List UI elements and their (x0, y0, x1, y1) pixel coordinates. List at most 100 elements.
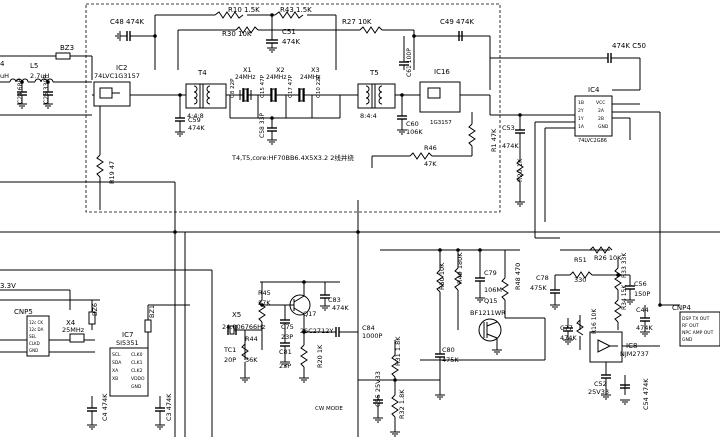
x1-ref: X1 (243, 66, 252, 74)
ic8-ref: IC8 (626, 342, 637, 350)
c17-label: C17 47P (288, 74, 294, 98)
ic16-value: 1G3157 (430, 120, 452, 126)
ic8-section: C78 475K R51 330 R26 10K R33 33K R34 15K… (530, 237, 680, 410)
cnp4-pin-4: GND (682, 337, 693, 343)
wires-right-mid: C53 474K R20 1K (502, 111, 661, 305)
x3-value: 24MHz (300, 74, 320, 81)
bz6-bz1: BZ6 BZ1 (88, 303, 156, 333)
tc1-value: 20P (224, 356, 236, 364)
ic7-pin-xa: XA (112, 368, 119, 374)
ic4-pin-7: 1A (578, 124, 585, 130)
ic7-pin-gnd: GND (131, 384, 142, 390)
c56-ref: C56 (634, 280, 647, 288)
cnp5-pin-3: SEL (29, 334, 37, 339)
x4-ref: X4 (66, 319, 76, 327)
wires-rf (0, 52, 641, 116)
ic2: IC2 74LVC1G3157 (93, 64, 140, 107)
ic7-pin-scl: SCL (112, 352, 121, 358)
l4-ref: 4 (0, 60, 5, 68)
c50-label: 474K C50 (612, 42, 646, 50)
filter-module-frame (85, 3, 501, 213)
t4-ref: T4 (197, 69, 207, 77)
crystal-filter: X1 24MHz X2 24MHz X3 24MHz C8 22P C15 47… (226, 66, 341, 145)
c52-ref: C52 (594, 380, 607, 388)
t5-ratio: 8:4:4 (360, 112, 377, 120)
c60-value: 106K (406, 128, 423, 136)
c48-label: C48 474K (110, 18, 144, 26)
c79-ref: C79 (484, 269, 497, 277)
r31-label: R31 1.8K (394, 336, 402, 366)
bz1-label: BZ1 (148, 305, 156, 318)
x1-value: 24MHz (235, 74, 255, 81)
cw-section: R31 1.8K R32 1.8K C55 25V33 CW MODE (315, 336, 440, 437)
r48-label: R48 470 (514, 263, 522, 290)
r30-label: R30 10K (222, 30, 252, 38)
cw-mode-label: CW MODE (315, 406, 343, 412)
l5-ref: L5 (30, 62, 38, 70)
q15-value: BF1211WR (470, 309, 506, 317)
ic16-ref: IC16 (434, 68, 450, 76)
c51-ref: C51 (282, 28, 296, 36)
supply-label: 3.3V (0, 282, 16, 290)
t5-ref: T5 (369, 69, 379, 77)
r16-label: R16 10K (591, 308, 598, 334)
cnp4: CNP4 DSP TX OUT RF OUT NPC AMP OUT GND (672, 304, 720, 347)
l5-value: 2.7uH (30, 72, 49, 80)
c4-c3: C4 474K C3 474K (86, 393, 173, 430)
c77-value: 474K (560, 334, 577, 342)
q17-ref: Q17 (303, 310, 316, 318)
r46-ref: R46 (424, 144, 437, 152)
r32-label: R32 1.8K (398, 389, 406, 419)
ic4-pin-5: 2B (598, 116, 604, 122)
c75-value: 23P (281, 333, 293, 341)
ic4-pin-1: VCC (596, 100, 605, 106)
r44-value: 36K (245, 356, 258, 364)
cnp4-pin-1: DSP TX OUT (682, 316, 710, 322)
x4-value: 25MHz (62, 326, 85, 334)
c26-label: C26 330P (43, 75, 50, 104)
ic7-pin-xb: XB (112, 376, 118, 382)
r46-value: 47K (424, 160, 437, 168)
c10-label: C10 22P (316, 74, 322, 98)
ic7-pin-clk1: CLK1 (131, 360, 143, 366)
resistors-mid: R1 47K R46 47K R19 47 (96, 106, 498, 210)
c58-label: C58 33P (259, 113, 266, 138)
c60-ref: C60 (406, 120, 419, 128)
c78-ref: C78 (536, 274, 549, 282)
l4-value: uH (0, 72, 9, 80)
r44-ref: R44 (245, 335, 258, 343)
x5-value: 24.006766Hz (222, 323, 266, 331)
ic8-value: NJM2737 (620, 350, 649, 358)
c84-ref: C84 (362, 324, 375, 332)
ic2-ref: IC2 (116, 64, 127, 72)
t4-ratio: 4:4:8 (187, 112, 204, 120)
c75-ref: C75 (281, 323, 294, 331)
c84-value: 1000P (362, 332, 383, 340)
q15-ref: Q15 (484, 297, 497, 305)
cnp5-pin-4: CLKD (29, 341, 40, 346)
c51-value: 474K (282, 38, 300, 46)
r20-right-label: R20 1K (516, 158, 524, 182)
ic4-pin-6: 1Y (578, 116, 584, 122)
r10-label: R10 1.5K (228, 6, 260, 14)
q17-value: 2SC2712Y (300, 327, 333, 335)
tc1-ref: TC1 (223, 346, 236, 354)
ic4-pin-4: 2A (598, 108, 605, 114)
r45-value: 27K (258, 299, 271, 307)
r20-osc-label: R20 1K (316, 344, 324, 368)
r50-label: R50 10K (438, 262, 446, 290)
c3-label: C3 474K (165, 393, 173, 421)
oscillator: X5 24.006766Hz R45 27K Q17 2SC2712Y C83 … (222, 200, 383, 437)
t5-transformer: T5 8:4:4 (357, 69, 396, 120)
ic4-ref: IC4 (588, 86, 600, 94)
r51-ref: R51 (574, 256, 587, 264)
c59-ref: C59 (188, 116, 201, 124)
r34-label: R34 15K (621, 284, 628, 310)
c78-value: 475K (530, 284, 547, 292)
c80-ref: C80 (442, 346, 455, 354)
ic7-pin-vddo: VDDO (131, 376, 145, 382)
c15-label: C15 47P (260, 74, 266, 98)
r43-label: R43 1.5K (280, 6, 312, 14)
cnp4-pin-3: NPC AMP OUT (682, 330, 714, 336)
x2-value: 24MHz (266, 74, 286, 81)
